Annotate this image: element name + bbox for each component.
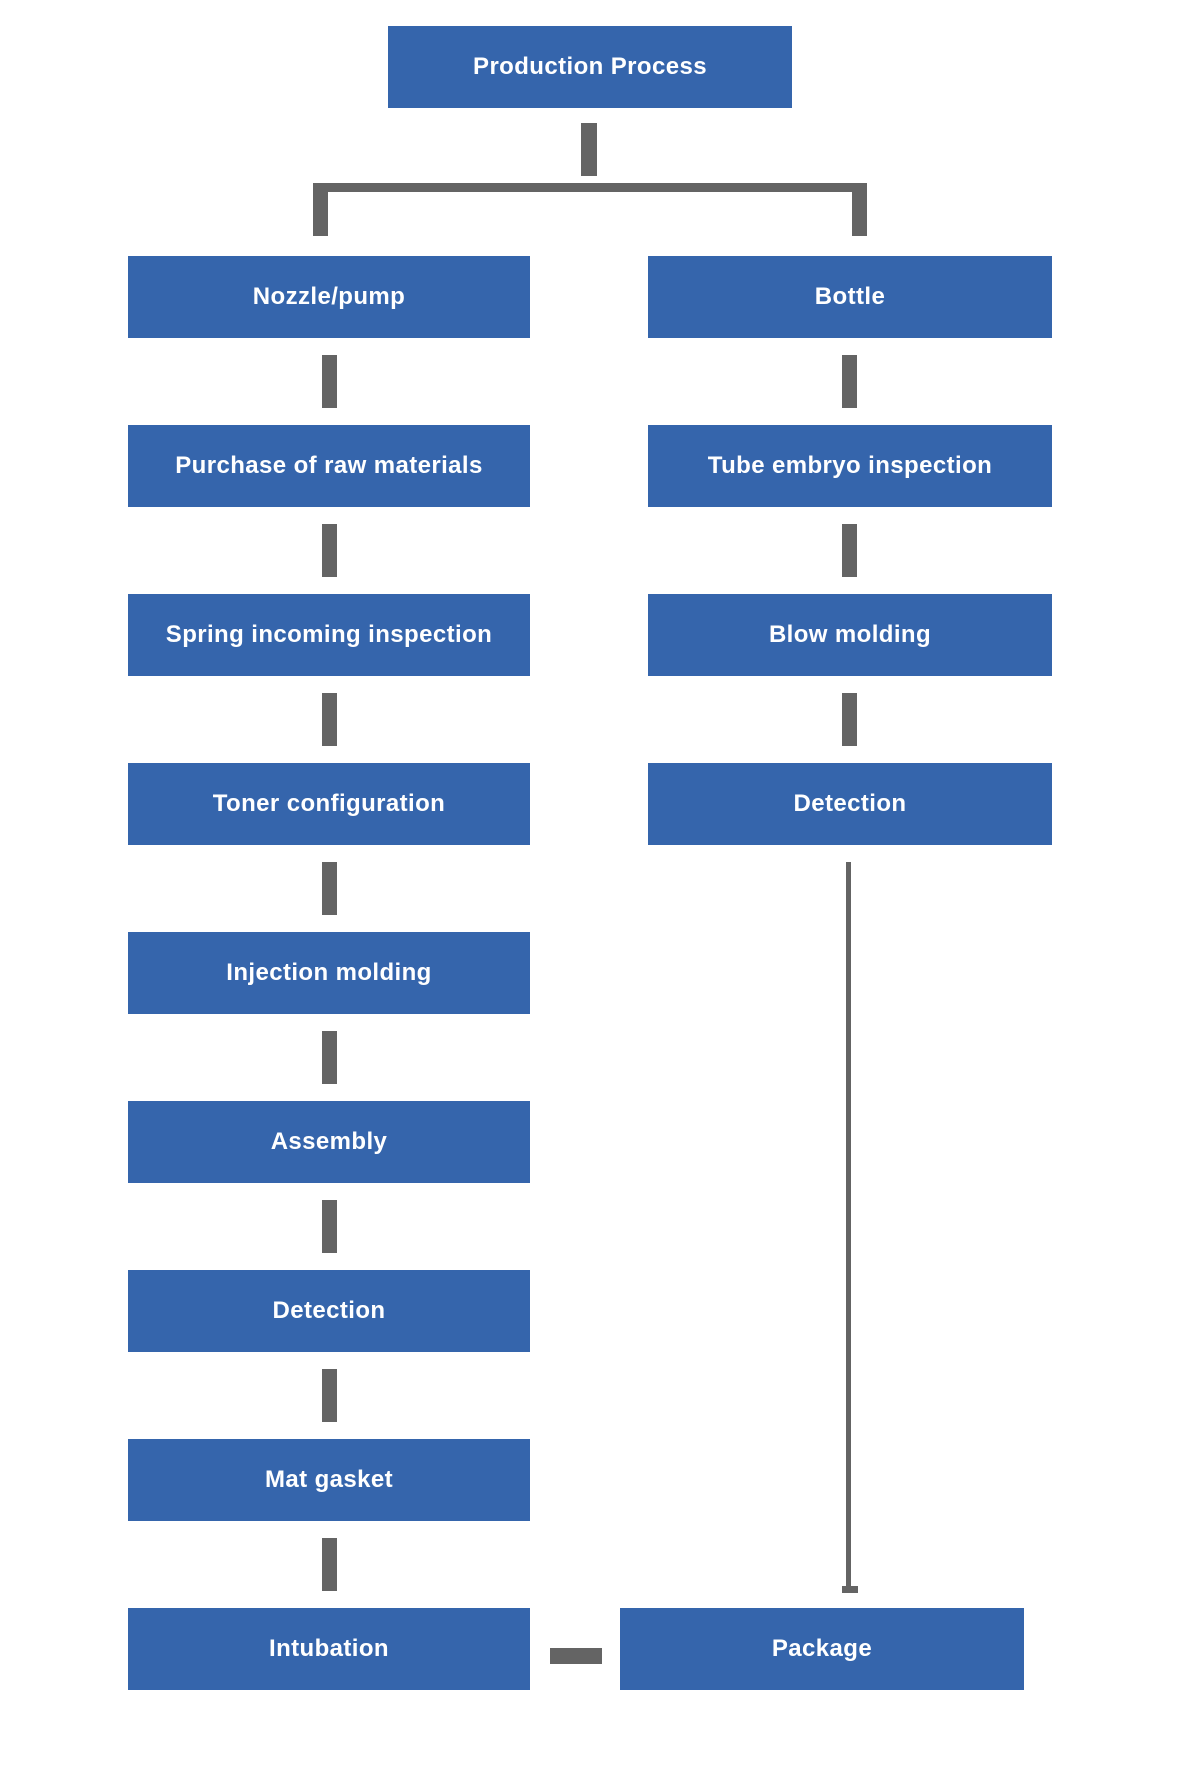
- connector-step: [842, 355, 857, 408]
- node-nozzle-pump: Nozzle/pump: [128, 256, 530, 338]
- connector-step: [322, 1369, 337, 1422]
- node-purchase-of-raw-materials: Purchase of raw materials: [128, 425, 530, 507]
- node-toner-configuration: Toner configuration: [128, 763, 530, 845]
- connector-step: [322, 355, 337, 408]
- node-assembly: Assembly: [128, 1101, 530, 1183]
- connector-step: [322, 524, 337, 577]
- connector-step: [322, 1031, 337, 1084]
- node-tube-embryo-inspection: Tube embryo inspection: [648, 425, 1052, 507]
- connector-step: [322, 1538, 337, 1591]
- node-injection-molding: Injection molding: [128, 932, 530, 1014]
- connector-branch-horizontal-line: [313, 183, 867, 192]
- node-detection: Detection: [128, 1270, 530, 1352]
- node-spring-incoming-inspection: Spring incoming inspection: [128, 594, 530, 676]
- connector-step: [842, 524, 857, 577]
- connector-left-branch-drop: [313, 183, 328, 236]
- node-package: Package: [620, 1608, 1024, 1690]
- connector-step: [322, 693, 337, 746]
- connector-title-stem: [581, 123, 597, 176]
- connector-step: [322, 862, 337, 915]
- node-mat-gasket: Mat gasket: [128, 1439, 530, 1521]
- connector-detection-to-package-line: [846, 862, 851, 1586]
- connector-step: [322, 1200, 337, 1253]
- connector-line-end-cap: [842, 1586, 858, 1593]
- node-bottle: Bottle: [648, 256, 1052, 338]
- connector-step: [842, 693, 857, 746]
- connector-right-branch-drop: [852, 183, 867, 236]
- connector-intubation-to-package-dash: [550, 1648, 602, 1664]
- node-intubation: Intubation: [128, 1608, 530, 1690]
- node-detection: Detection: [648, 763, 1052, 845]
- node-production-process: Production Process: [388, 26, 792, 108]
- node-blow-molding: Blow molding: [648, 594, 1052, 676]
